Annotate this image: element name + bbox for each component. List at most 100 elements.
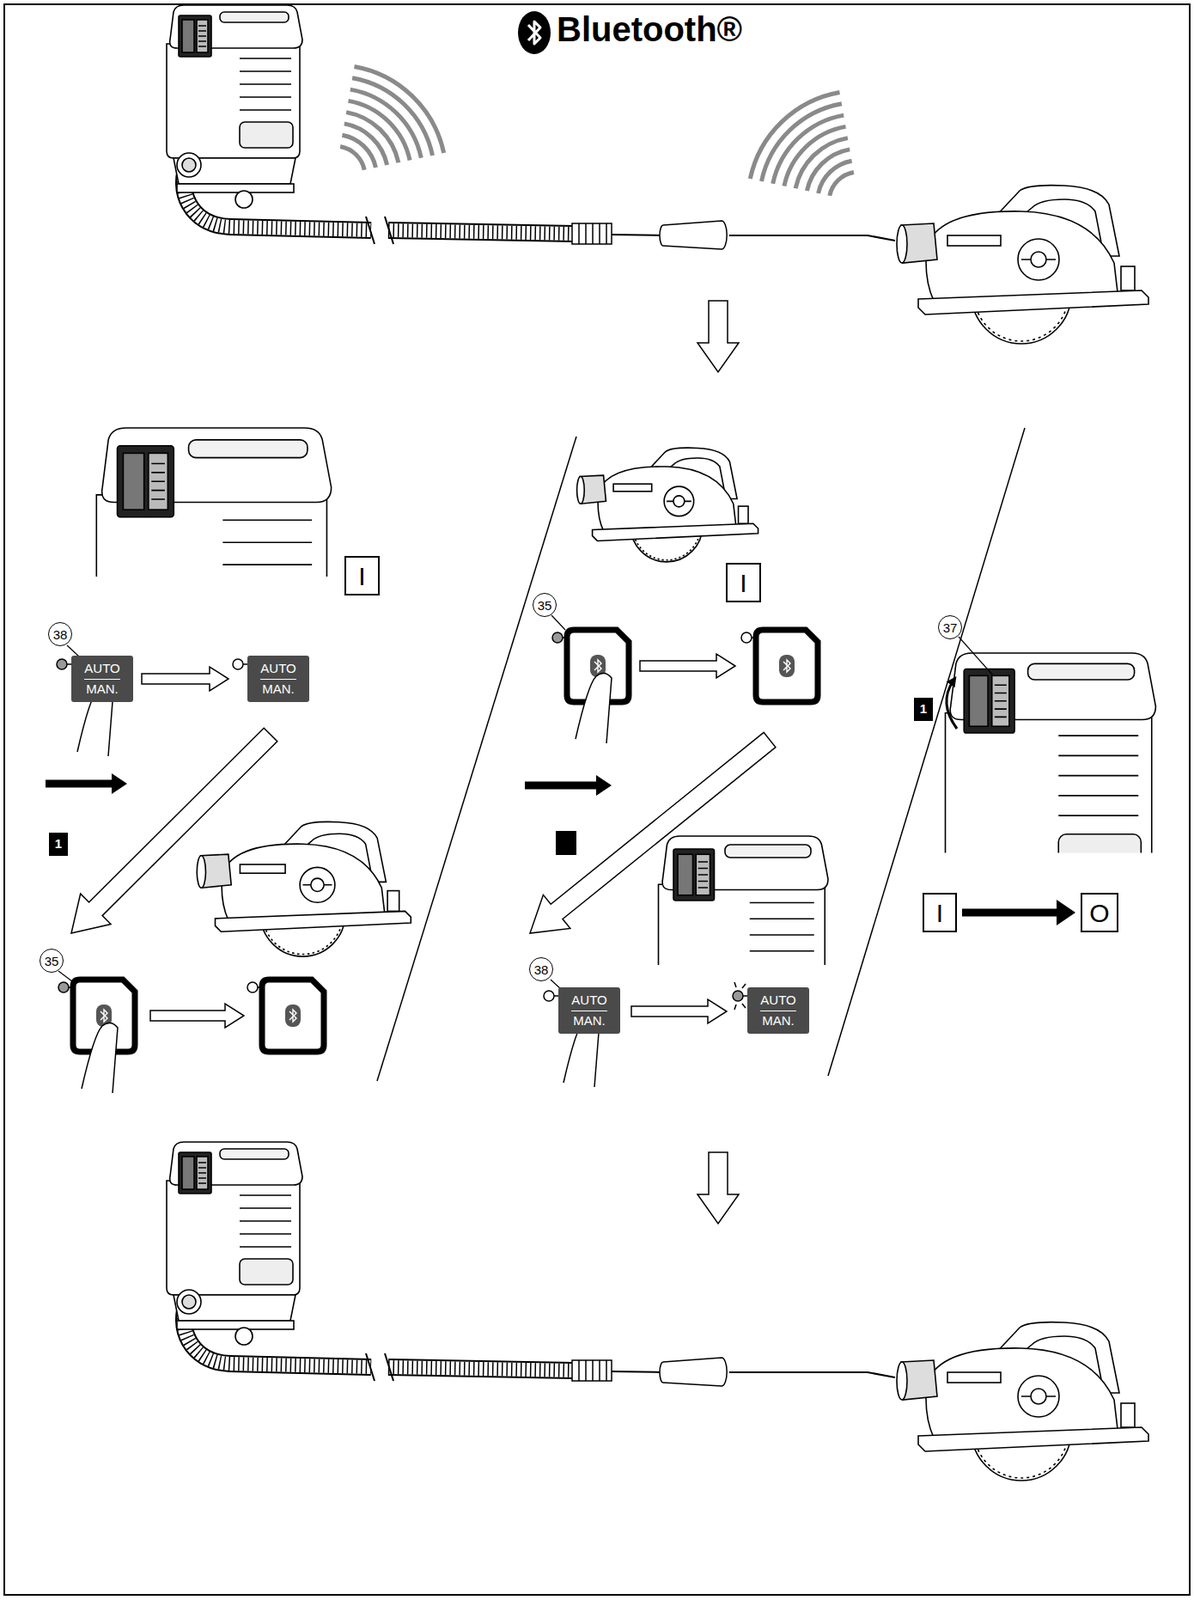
led: [56, 658, 68, 670]
dust-extractor: [658, 835, 829, 1090]
power-symbol-box: I: [344, 555, 380, 596]
step-arrow: [697, 1151, 739, 1224]
callout-number: 35: [39, 948, 64, 973]
leader-line: [551, 615, 566, 630]
column-divider: [377, 436, 577, 1081]
callout-number: 37: [938, 615, 963, 640]
guard-emblem-mark: [1021, 258, 1056, 261]
guard-emblem-hub: [1030, 251, 1047, 268]
turn-arrow: [946, 680, 957, 729]
dust-extractor: [945, 652, 1157, 968]
hose-outline: [388, 1366, 574, 1371]
signal-wave: [340, 146, 365, 171]
extractor-wheel: [235, 1327, 253, 1345]
mode-button: AUTOMAN.: [71, 655, 134, 702]
base-plate: [592, 523, 759, 541]
base-plate: [918, 1426, 1149, 1451]
switch-left: [182, 1156, 195, 1189]
switch-ridges: [198, 1162, 207, 1183]
link-line: [611, 1370, 664, 1372]
hose-cuff: [572, 1359, 612, 1381]
dust-extractor: [166, 5, 303, 208]
dust-extractor: [166, 1141, 303, 1345]
transition-arrow: [962, 908, 1057, 917]
guard-emblem-hub: [310, 877, 324, 891]
circular-saw: [896, 185, 1149, 344]
switch-right: [196, 1156, 208, 1189]
mode-button: AUTOMAN.: [747, 986, 810, 1034]
bluetooth-rune: [783, 659, 791, 672]
extractor-vent: [239, 58, 292, 110]
switch-right: [196, 19, 208, 53]
guard-emblem-mark: [666, 500, 692, 503]
led: [247, 981, 258, 993]
control-panel: [117, 445, 175, 518]
front-knob: [738, 505, 750, 524]
switch-left: [677, 853, 694, 896]
guard-label: [947, 1371, 1001, 1383]
lid-handle: [1028, 663, 1135, 680]
step-marker: 1: [48, 832, 68, 856]
switch-right: [148, 452, 168, 510]
led: [232, 658, 244, 670]
leader-line: [958, 636, 993, 676]
cuff-ribs: [578, 1359, 607, 1381]
cuff-ribs: [578, 223, 607, 244]
nozzle-mouth: [896, 225, 908, 263]
signal-wave: [354, 67, 445, 154]
control-panel: [178, 1151, 212, 1194]
extractor-bin: [173, 1294, 296, 1321]
guard-emblem-hub: [673, 495, 685, 507]
blade-guard: [925, 1347, 1118, 1438]
step-arrow: [697, 300, 739, 372]
bluetooth-logo: [517, 11, 551, 55]
extractor-vent: [222, 519, 312, 577]
signal-wave: [346, 112, 399, 164]
blade-guard: [925, 211, 1118, 301]
logo-badge: [517, 11, 551, 55]
node-text: 1: [919, 701, 927, 717]
hose-fill: [388, 230, 574, 234]
step-marker: 1: [913, 697, 933, 721]
lid-handle: [724, 844, 811, 858]
bluetooth-rune: [100, 1009, 108, 1022]
switch-ridges: [994, 684, 1007, 717]
node-text: MAN.: [572, 1013, 606, 1029]
power-symbol-box: O: [1080, 892, 1119, 933]
bluetooth-rune: [289, 1009, 297, 1022]
front-knob: [387, 890, 400, 912]
signal-wave: [818, 160, 853, 194]
hose-port-inner: [182, 1294, 196, 1309]
node-text: AUTO: [571, 992, 607, 1012]
node-text: MAN.: [85, 682, 119, 697]
extractor-vent: [1058, 735, 1139, 816]
finger: [575, 672, 612, 744]
bluetooth-button: [755, 629, 818, 702]
signal-wave: [350, 89, 422, 159]
dust-extractor-clipped: [658, 835, 829, 965]
extractor-body: [166, 43, 300, 159]
hose-fill: [388, 1366, 574, 1371]
signal-wave: [341, 134, 376, 168]
guard-emblem-hub: [1030, 1388, 1047, 1404]
switch-left: [122, 452, 144, 510]
callout-number: 38: [529, 956, 554, 981]
bluetooth-rune: [594, 659, 602, 672]
node-text: I: [358, 561, 366, 591]
link-line: [729, 235, 896, 241]
led: [552, 632, 563, 643]
extractor-base: [176, 1320, 294, 1329]
bluetooth-icon: [285, 1004, 301, 1027]
bluetooth-icon: [779, 654, 795, 677]
power-symbol-box: I: [725, 562, 762, 603]
node-text: MAN.: [261, 682, 295, 697]
led: [741, 632, 752, 643]
circular-saw: [196, 821, 411, 957]
mode-button: AUTOMAN.: [247, 655, 310, 702]
lid-handle: [219, 1148, 289, 1159]
dust-extractor-clipped: [945, 652, 1157, 853]
control-panel: [963, 669, 1015, 733]
